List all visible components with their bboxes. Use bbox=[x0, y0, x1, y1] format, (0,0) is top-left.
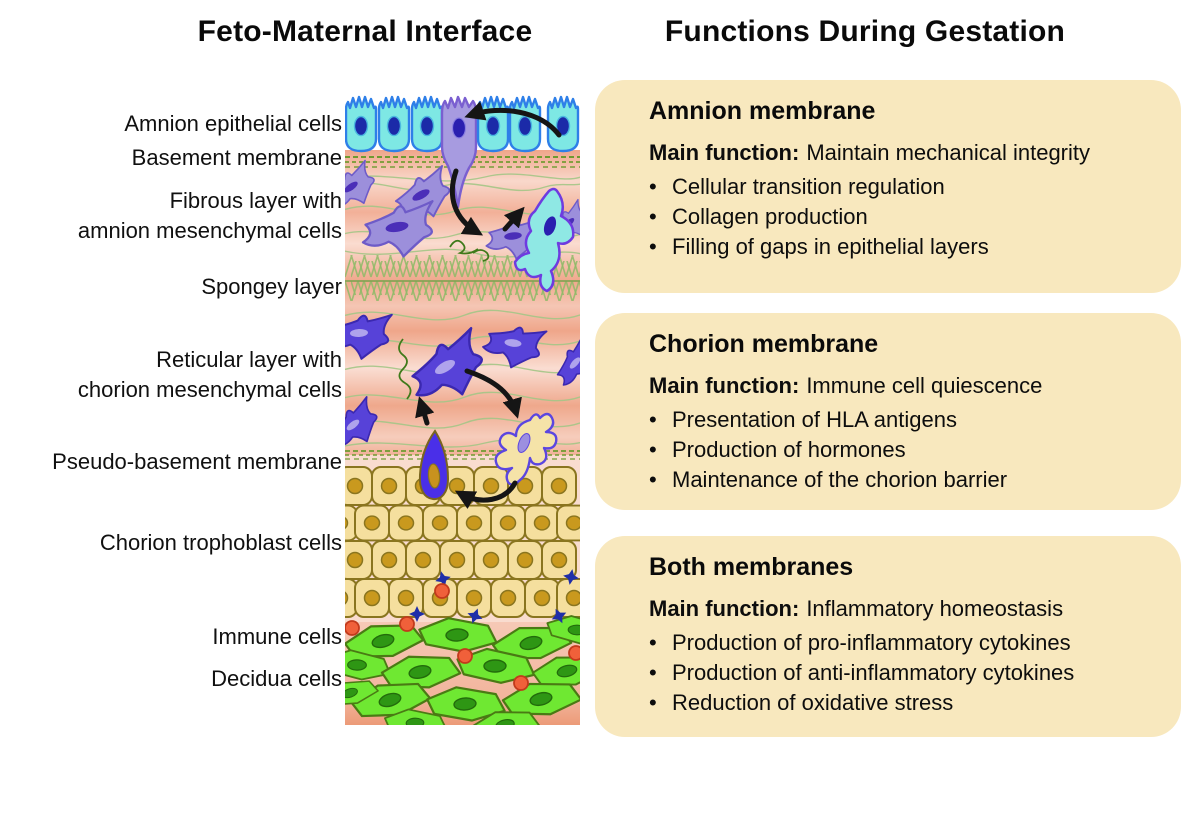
chorion-mesenchymal-cells bbox=[345, 299, 580, 453]
feto-maternal-interface-illustration bbox=[345, 95, 580, 725]
label-reticular-layer: Reticular layer with chorion mesenchymal… bbox=[77, 347, 342, 402]
label-basement-membrane: Basement membrane bbox=[131, 145, 342, 170]
bullet-list: •Cellular transition regulation •Collage… bbox=[649, 172, 1161, 262]
function-box-amnion-membrane: Amnion membrane Main function:Maintain m… bbox=[595, 80, 1181, 293]
amnion-epithelial-cells-layer bbox=[345, 95, 580, 293]
main-function-line: Main function:Immune cell quiescence bbox=[649, 373, 1043, 398]
function-box-chorion-membrane: Chorion membrane Main function:Immune ce… bbox=[595, 313, 1181, 510]
main-function-line: Main function:Inflammatory homeostasis bbox=[649, 596, 1064, 621]
cell-transition-arrows bbox=[415, 101, 562, 510]
detaching-epithelial-cell bbox=[513, 187, 575, 293]
label-spongey-layer: Spongey layer bbox=[201, 274, 342, 299]
label-decidua-cells: Decidua cells bbox=[211, 666, 342, 691]
bullet-item: •Reduction of oxidative stress bbox=[649, 690, 954, 715]
decidua-layer bbox=[345, 611, 580, 725]
bullet-item: •Production of hormones bbox=[649, 437, 906, 462]
bullet-item: •Presentation of HLA antigens bbox=[649, 407, 957, 432]
bullet-item: •Production of anti-inflammatory cytokin… bbox=[649, 660, 1075, 685]
immune-cells-layer bbox=[345, 567, 580, 691]
transitioning-mesenchymal-cell bbox=[494, 412, 558, 486]
box-heading: Chorion membrane bbox=[649, 330, 879, 358]
box-heading: Amnion membrane bbox=[649, 97, 876, 125]
main-function-line: Main function:Maintain mechanical integr… bbox=[649, 140, 1091, 165]
bullet-item: •Cellular transition regulation bbox=[649, 174, 945, 199]
right-panel-title: Functions During Gestation bbox=[664, 15, 1066, 48]
bullet-list: •Production of pro-inflammatory cytokine… bbox=[649, 628, 1161, 718]
label-chorion-trophoblast-cells: Chorion trophoblast cells bbox=[99, 530, 342, 555]
label-amnion-epithelial-cells: Amnion epithelial cells bbox=[124, 111, 342, 136]
transitioning-epithelial-cell bbox=[440, 95, 478, 209]
label-immune-cells: Immune cells bbox=[212, 624, 342, 649]
bullet-item: •Filling of gaps in epithelial layers bbox=[649, 234, 989, 259]
amnion-mesenchymal-cells bbox=[345, 158, 580, 264]
bullet-item: •Collagen production bbox=[649, 204, 868, 229]
function-box-both-membranes: Both membranes Main function:Inflammator… bbox=[595, 536, 1181, 737]
left-panel-title: Feto-Maternal Interface bbox=[197, 15, 533, 48]
label-pseudo-basement-membrane: Pseudo-basement membrane bbox=[52, 449, 342, 474]
spongey-layer bbox=[345, 255, 580, 301]
bullet-item: •Production of pro-inflammatory cytokine… bbox=[649, 630, 1071, 655]
box-heading: Both membranes bbox=[649, 553, 854, 581]
label-fibrous-layer: Fibrous layer with amnion mesenchymal ce… bbox=[77, 188, 342, 243]
bullet-list: •Presentation of HLA antigens •Productio… bbox=[649, 405, 1161, 495]
bullet-item: •Maintenance of the chorion barrier bbox=[649, 467, 1008, 492]
invading-trophoblast-cell bbox=[418, 429, 450, 501]
